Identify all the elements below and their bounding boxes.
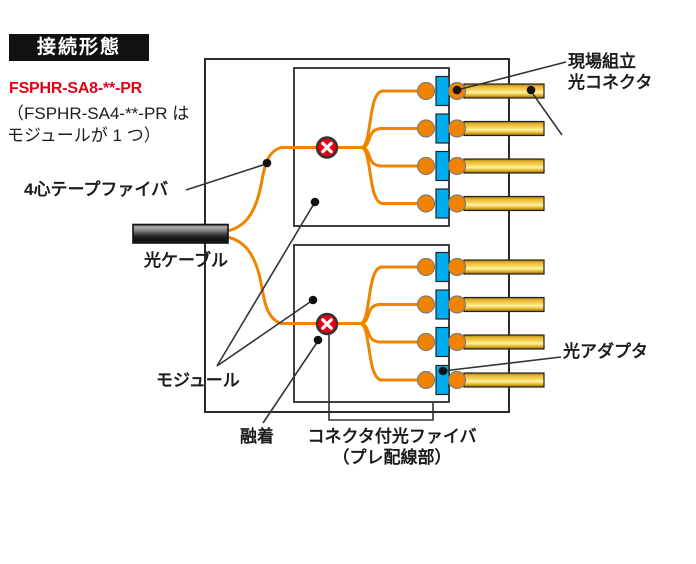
connector-plug-icon bbox=[416, 332, 436, 352]
connector-row bbox=[416, 326, 545, 358]
connector-plug-icon bbox=[416, 295, 436, 314]
bracket-connectorized-fiber bbox=[328, 335, 434, 421]
label-optical-adapter: 光アダプタ bbox=[563, 342, 648, 361]
connector-row bbox=[416, 364, 545, 396]
model-note-line2: モジュールが 1 つ） bbox=[7, 126, 161, 145]
connector-plug-icon bbox=[416, 81, 436, 101]
section-title-badge: 接続形態 bbox=[9, 34, 149, 61]
label-optical-cable: 光ケーブル bbox=[144, 251, 228, 270]
black-dot-icon bbox=[308, 295, 318, 305]
leader-line-fusion bbox=[262, 340, 319, 424]
optical-adapter-block bbox=[435, 150, 450, 182]
fusion-splice-icon bbox=[315, 136, 339, 159]
fiber-branch bbox=[359, 322, 421, 382]
connectorized-fiber-bar bbox=[463, 158, 545, 174]
label-field-connector: 現場組立 光コネクタ bbox=[568, 51, 652, 93]
label-field-connector-line2: 光コネクタ bbox=[568, 73, 653, 92]
fiber-trunk-top bbox=[225, 146, 364, 233]
connector-plug-icon bbox=[416, 119, 436, 138]
leader-line-tape-fiber bbox=[185, 163, 267, 191]
connectorized-fiber-bar bbox=[463, 296, 545, 313]
connector-row bbox=[416, 188, 545, 219]
black-dot-icon bbox=[438, 366, 448, 376]
optical-adapter-block bbox=[435, 188, 450, 219]
fiber-routes bbox=[225, 89, 421, 382]
label-connectorized-fiber-line1: コネクタ付光ファイバ bbox=[307, 427, 477, 446]
leader-line-field-connector-2 bbox=[532, 93, 563, 136]
black-dot-icon bbox=[526, 85, 536, 95]
black-dot-icon bbox=[313, 335, 323, 345]
fiber-branch bbox=[359, 303, 421, 325]
connector-rows bbox=[416, 75, 545, 396]
connectorized-fiber-bar bbox=[463, 120, 545, 137]
model-note: （FSPHR-SA4-**-PR は モジュールが 1 つ） bbox=[7, 103, 189, 147]
connectorized-fiber-bar bbox=[463, 195, 545, 212]
connector-plug-icon bbox=[416, 370, 436, 390]
connector-row bbox=[416, 251, 545, 283]
connector-row bbox=[416, 113, 545, 144]
model-code: FSPHR-SA8-**-PR bbox=[9, 80, 143, 97]
label-connectorized-fiber: コネクタ付光ファイバ （プレ配線部） bbox=[296, 426, 488, 468]
fiber-branch bbox=[360, 127, 421, 149]
connector-plug-icon bbox=[447, 156, 467, 176]
connector-plug-icon bbox=[447, 370, 467, 390]
label-module: モジュール bbox=[156, 371, 240, 390]
optical-adapter-block bbox=[435, 326, 450, 358]
leader-line-adapter bbox=[442, 356, 562, 372]
connector-plug-icon bbox=[447, 119, 467, 138]
connector-row bbox=[416, 289, 545, 320]
model-note-line1: （FSPHR-SA4-**-PR は bbox=[7, 104, 190, 123]
black-dot-icon bbox=[310, 197, 320, 207]
fiber-trunk-bottom bbox=[225, 235, 363, 325]
optical-adapter-block bbox=[435, 289, 450, 320]
label-field-connector-line1: 現場組立 bbox=[568, 52, 636, 71]
connector-row bbox=[416, 75, 545, 107]
optical-cable-bar bbox=[132, 223, 229, 244]
fiber-branch bbox=[360, 146, 421, 168]
connectorized-fiber-bar bbox=[463, 259, 545, 275]
connector-plug-icon bbox=[447, 257, 467, 277]
connector-plug-icon bbox=[447, 332, 467, 352]
black-dot-icon bbox=[262, 158, 272, 168]
fiber-branch bbox=[360, 146, 421, 205]
fiber-branch bbox=[359, 322, 421, 344]
leader-line-module-top bbox=[216, 201, 316, 367]
connector-plug-icon bbox=[416, 194, 436, 213]
black-dot-icon bbox=[452, 85, 462, 95]
connector-row bbox=[416, 150, 545, 182]
optical-adapter-block bbox=[435, 113, 450, 144]
optical-adapter-block bbox=[435, 251, 450, 283]
connectorized-fiber-bar bbox=[463, 334, 545, 350]
connector-plug-icon bbox=[447, 194, 467, 213]
connectorized-fiber-bar bbox=[463, 372, 545, 388]
fusion-splice-icon bbox=[315, 312, 339, 336]
optical-adapter-block bbox=[435, 75, 450, 107]
leader-line-module-bottom bbox=[216, 299, 314, 367]
label-fusion-splice: 融着 bbox=[240, 427, 274, 446]
annotations bbox=[185, 61, 567, 424]
leader-line-field-connector bbox=[456, 61, 567, 91]
connector-plug-icon bbox=[416, 257, 436, 277]
connector-plug-icon bbox=[447, 295, 467, 314]
housing-outline bbox=[204, 58, 510, 413]
connector-plug-icon bbox=[416, 156, 436, 176]
label-connectorized-fiber-line2: （プレ配線部） bbox=[332, 448, 452, 467]
label-tape-fiber: 4心テープファイバ bbox=[24, 180, 169, 199]
